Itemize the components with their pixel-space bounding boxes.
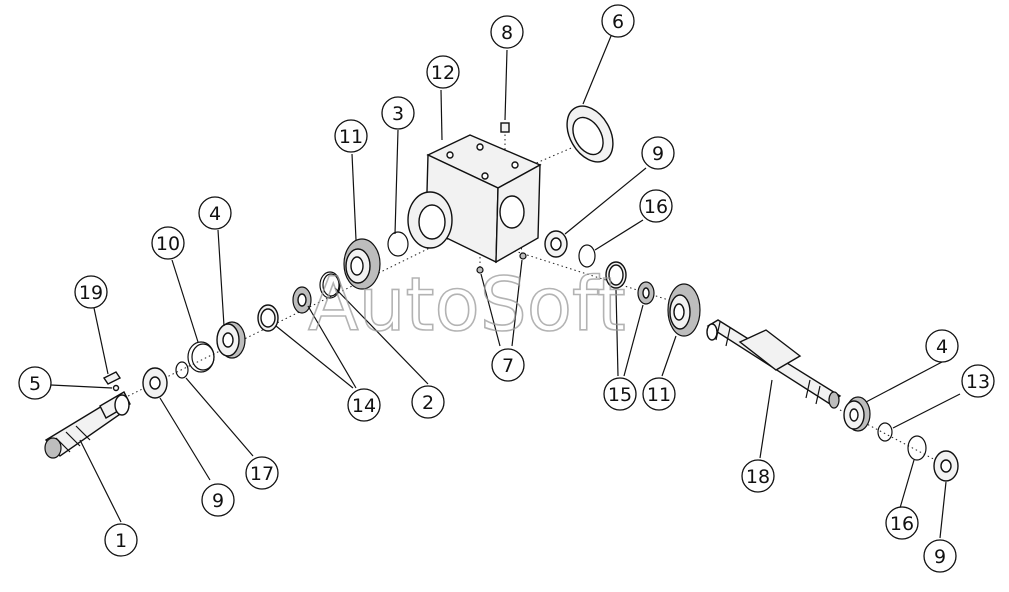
callout-c15: 15 bbox=[603, 377, 637, 411]
callout-label: 18 bbox=[746, 466, 770, 488]
callout-label: 11 bbox=[647, 384, 671, 406]
callout-label: 16 bbox=[644, 196, 668, 218]
callout-c16a: 16 bbox=[639, 189, 673, 223]
callout-label: 4 bbox=[209, 203, 221, 225]
callout-label: 9 bbox=[934, 546, 946, 568]
callout-c12: 12 bbox=[426, 55, 460, 89]
callout-label: 14 bbox=[352, 395, 376, 417]
callout-label: 5 bbox=[29, 373, 41, 395]
callout-c13: 13 bbox=[961, 364, 995, 398]
callout-c8: 8 bbox=[490, 15, 524, 49]
callout-label: 2 bbox=[422, 392, 434, 414]
callout-label: 16 bbox=[890, 513, 914, 535]
part-2-ring bbox=[319, 271, 341, 299]
part-15-bearing bbox=[637, 281, 655, 305]
callout-c1: 1 bbox=[104, 523, 138, 557]
callout-c16b: 16 bbox=[885, 506, 919, 540]
part-7-plugs bbox=[476, 252, 527, 274]
callout-c11a: 11 bbox=[334, 119, 368, 153]
part-14-bearing bbox=[292, 286, 312, 314]
callout-c3: 3 bbox=[381, 96, 415, 130]
callout-label: 1 bbox=[115, 530, 127, 552]
callout-c4b: 4 bbox=[925, 329, 959, 363]
callout-label: 19 bbox=[79, 282, 103, 304]
callout-label: 9 bbox=[652, 143, 664, 165]
callout-c9a: 9 bbox=[201, 483, 235, 517]
callout-c9c: 9 bbox=[923, 539, 957, 573]
part-4-bearing-right bbox=[843, 396, 871, 432]
callout-c10: 10 bbox=[151, 226, 185, 260]
callout-label: 11 bbox=[339, 126, 363, 148]
callout-c7: 7 bbox=[491, 348, 525, 382]
leader-lines bbox=[50, 35, 961, 539]
part-8-plug bbox=[500, 122, 510, 133]
part-6-cap bbox=[566, 105, 614, 163]
part-3-circlip bbox=[387, 231, 409, 257]
callout-label: 9 bbox=[212, 490, 224, 512]
callout-label: 3 bbox=[392, 103, 404, 125]
callout-c11b: 11 bbox=[642, 377, 676, 411]
callout-c18: 18 bbox=[741, 459, 775, 493]
callout-label: 17 bbox=[250, 463, 274, 485]
part-9-washer-middle bbox=[544, 230, 568, 258]
watermark: AutoSoft bbox=[308, 262, 626, 348]
callout-c5: 5 bbox=[18, 366, 52, 400]
part-13-ring bbox=[877, 422, 893, 442]
callout-c17: 17 bbox=[245, 456, 279, 490]
part-4-bearing-left bbox=[216, 321, 246, 359]
part-12-gearbox-housing bbox=[407, 134, 542, 264]
callout-label: 6 bbox=[612, 11, 624, 33]
part-9-washer-right bbox=[933, 450, 959, 482]
part-15-ring bbox=[605, 261, 627, 289]
part-5-pin bbox=[112, 384, 120, 392]
part-11-bevel-gear-right bbox=[667, 283, 701, 337]
callout-c14: 14 bbox=[347, 388, 381, 422]
callout-label: 15 bbox=[608, 384, 632, 406]
part-19-key bbox=[102, 371, 122, 385]
part-18-output-shaft bbox=[706, 319, 842, 409]
part-16-circlip-right bbox=[907, 435, 927, 461]
part-11-bevel-gear-left bbox=[343, 238, 381, 290]
callout-c19: 19 bbox=[74, 275, 108, 309]
callout-label: 13 bbox=[966, 371, 990, 393]
callout-label: 4 bbox=[936, 336, 948, 358]
callout-label: 10 bbox=[156, 233, 180, 255]
part-14-spacer bbox=[257, 304, 279, 332]
callout-c9b: 9 bbox=[641, 136, 675, 170]
callout-c2: 2 bbox=[411, 385, 445, 419]
callout-label: 12 bbox=[431, 62, 455, 84]
part-9-washer-left bbox=[142, 367, 168, 399]
callout-c4a: 4 bbox=[198, 196, 232, 230]
callout-c6: 6 bbox=[601, 4, 635, 38]
part-10-ring bbox=[187, 341, 215, 373]
part-1-input-shaft bbox=[44, 391, 131, 459]
callout-label: 8 bbox=[501, 22, 513, 44]
part-16-circlip-middle bbox=[578, 244, 596, 268]
callout-label: 7 bbox=[502, 355, 514, 377]
part-17-circlip bbox=[175, 361, 189, 379]
